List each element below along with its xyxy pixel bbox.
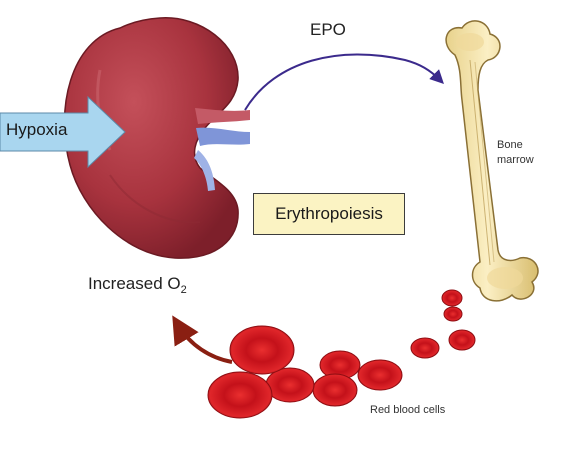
bone-shaft — [445, 20, 539, 302]
bone-marrow-label-line1: Bone — [497, 139, 523, 151]
rbc — [207, 371, 273, 419]
erythropoiesis-box: Erythropoiesis — [253, 193, 405, 235]
red-blood-cells — [207, 289, 476, 419]
rbc — [312, 373, 358, 407]
bone-illustration — [445, 20, 539, 302]
return-arrow — [172, 315, 233, 364]
rbc — [441, 289, 463, 307]
epo-arrow — [244, 53, 444, 111]
increased-o2-label: Increased O2 — [88, 274, 187, 296]
kidney-illustration — [63, 17, 250, 259]
renal-artery — [195, 108, 250, 124]
bone-marrow-label-line2: marrow — [497, 154, 534, 166]
ureter — [194, 150, 215, 191]
rbc — [443, 306, 463, 322]
rbc — [448, 329, 476, 351]
epo-label: EPO — [310, 20, 346, 39]
erythropoiesis-label: Erythropoiesis — [275, 204, 383, 223]
hypoxia-arrow — [0, 95, 126, 169]
increased-o2-prefix: Increased O — [88, 274, 181, 293]
hypoxia-label: Hypoxia — [6, 120, 68, 139]
red-blood-cells-label: Red blood cells — [370, 404, 446, 416]
rbc — [410, 337, 440, 359]
renal-vein — [196, 127, 250, 146]
o2-subscript: 2 — [180, 284, 187, 296]
bone-marrow-label: Bone marrow — [497, 138, 557, 168]
rbc — [229, 325, 295, 375]
rbc — [265, 367, 315, 403]
rbc — [357, 359, 403, 391]
kidney-body — [63, 17, 239, 259]
